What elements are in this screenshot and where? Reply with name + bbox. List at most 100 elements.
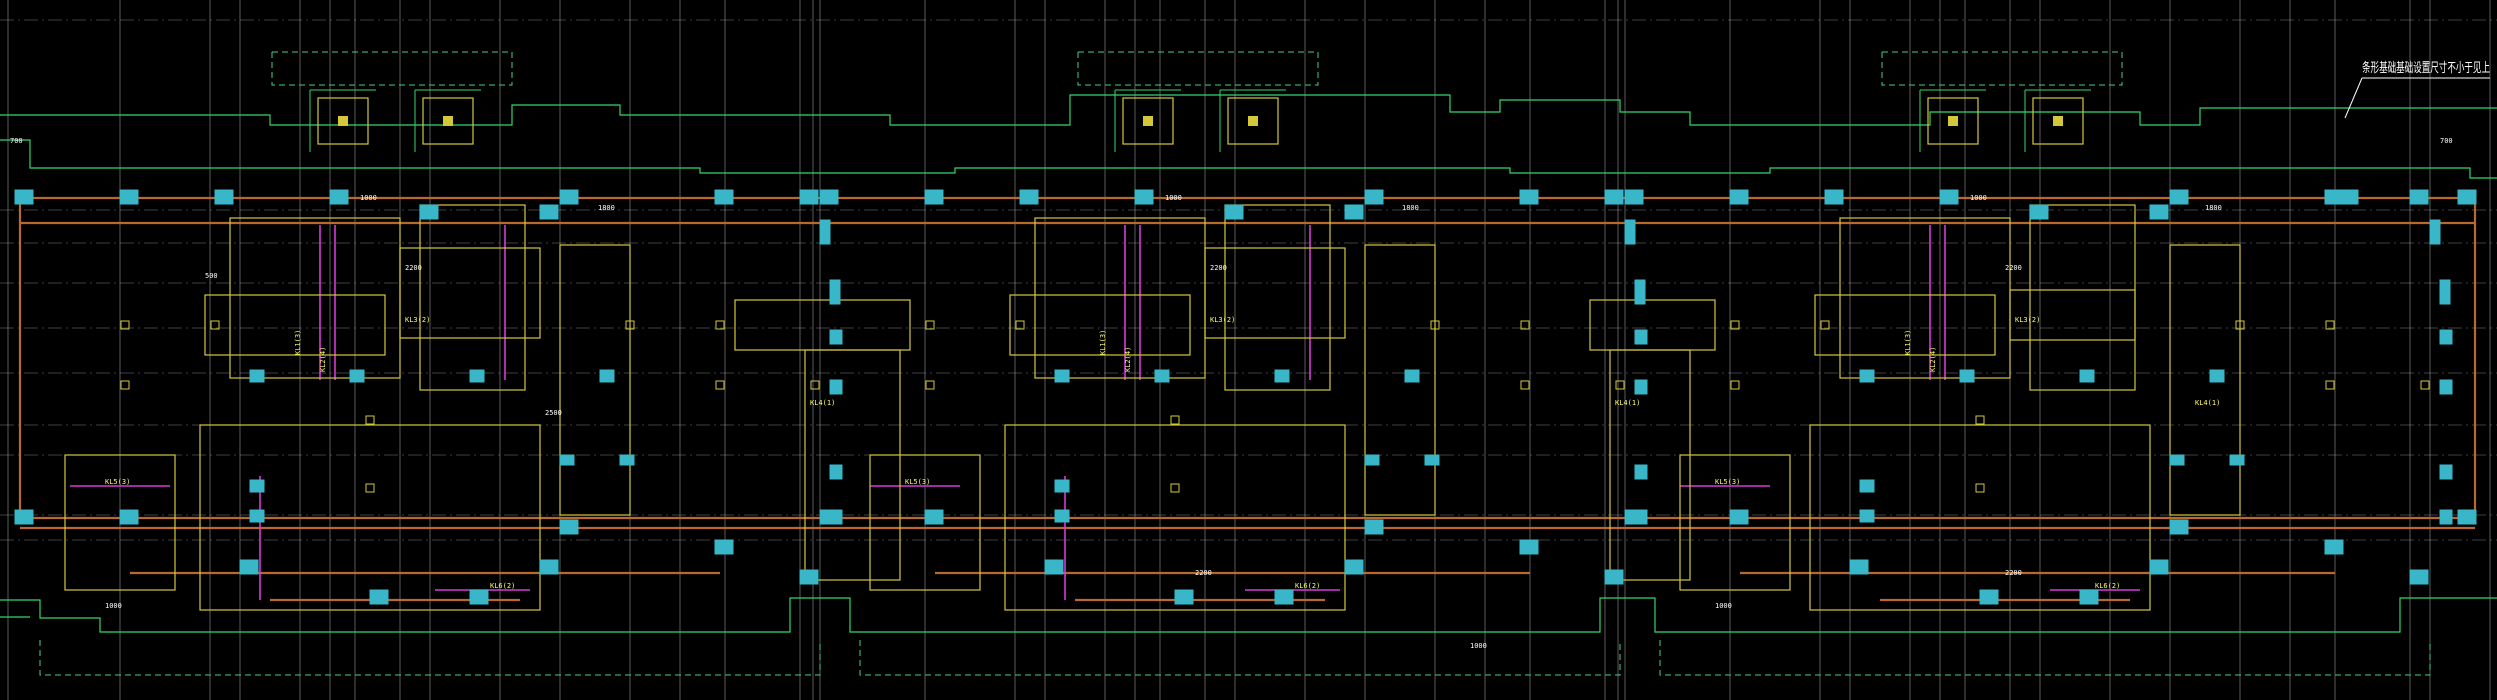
column-52 xyxy=(1154,369,1170,383)
dim-4: 2500 xyxy=(545,409,562,417)
column-1 xyxy=(14,189,34,205)
column-92 xyxy=(2439,509,2453,525)
column-98 xyxy=(2457,509,2477,525)
column-12 xyxy=(239,559,259,575)
column-38 xyxy=(1344,204,1364,220)
column-36 xyxy=(1134,189,1154,205)
column-46 xyxy=(1274,589,1294,605)
axis-marker-7 xyxy=(715,380,725,390)
column-54 xyxy=(1404,369,1420,383)
column-66 xyxy=(1729,189,1749,205)
column-56 xyxy=(1054,509,1070,523)
beam-label-15: KL3(2) xyxy=(2015,316,2040,324)
column-77 xyxy=(1979,589,1999,605)
axis-marker-18 xyxy=(1615,380,1625,390)
pedestal-box-6 xyxy=(2032,97,2084,145)
column-40 xyxy=(1519,189,1539,205)
pedestal-box-3 xyxy=(1122,97,1174,145)
column-37 xyxy=(1224,204,1244,220)
column-26 xyxy=(829,379,843,395)
column-95 xyxy=(2169,454,2185,466)
beam-label-9: KL3(2) xyxy=(1210,316,1235,324)
axis-marker-17 xyxy=(1520,320,1530,330)
column-27 xyxy=(829,464,843,480)
column-90 xyxy=(2439,379,2453,395)
column-15 xyxy=(539,559,559,575)
beam-label-10: KL4(1) xyxy=(1615,399,1640,407)
pedestal-box-5 xyxy=(1927,97,1979,145)
dim-11: 2200 xyxy=(1195,569,1212,577)
axis-marker-27 xyxy=(2420,380,2430,390)
column-64 xyxy=(1424,454,1440,466)
axis-marker-11 xyxy=(925,380,935,390)
axis-marker-26 xyxy=(2325,320,2335,330)
column-86 xyxy=(2209,369,2225,383)
column-65 xyxy=(1624,189,1644,205)
column-10 xyxy=(14,509,34,525)
beam-labels: KL1(3) KL2(4) KL3(2) KL4(1) KL5(3) KL6(2… xyxy=(105,316,2220,590)
dim-14: 1800 xyxy=(2205,204,2222,212)
axis-marker-1 xyxy=(120,320,130,330)
columns xyxy=(14,189,2477,605)
axis-marker-5 xyxy=(365,483,375,493)
axis-marker-13 xyxy=(1170,415,1180,425)
beam-label-13: KL1(3) xyxy=(1904,330,1912,355)
column-69 xyxy=(2029,204,2049,220)
column-59 xyxy=(1634,464,1648,480)
dimension-labels: 1000 1800 2200 2500 700 500 1000 1000 18… xyxy=(10,137,2453,650)
pedestal-core-6 xyxy=(2053,116,2063,126)
column-49 xyxy=(1519,539,1539,555)
column-19 xyxy=(249,369,265,383)
column-80 xyxy=(2169,519,2189,535)
axis-marker-8 xyxy=(715,320,725,330)
axis-marker-19 xyxy=(1730,320,1740,330)
beam-label-14: KL2(4) xyxy=(1929,347,1937,372)
beam-label-7: KL1(3) xyxy=(1099,330,1107,355)
dim-9: 1800 xyxy=(1402,204,1419,212)
pedestal-core-3 xyxy=(1143,116,1153,126)
axis-marker-14 xyxy=(1170,483,1180,493)
column-24 xyxy=(249,509,265,523)
note-leader-line xyxy=(2344,77,2363,119)
column-78 xyxy=(2079,589,2099,605)
axis-marker-22 xyxy=(1975,415,1985,425)
column-48 xyxy=(1364,519,1384,535)
column-16 xyxy=(559,519,579,535)
pedestal-core-4 xyxy=(1248,116,1258,126)
walls xyxy=(18,195,2477,602)
column-35 xyxy=(1019,189,1039,205)
column-67 xyxy=(1824,189,1844,205)
column-85 xyxy=(2079,369,2095,383)
dim-10: 2200 xyxy=(1210,264,1227,272)
beam-label-17: KL5(3) xyxy=(1715,478,1740,486)
column-88 xyxy=(1859,509,1875,523)
axis-marker-3 xyxy=(210,320,220,330)
column-9 xyxy=(799,189,819,205)
column-14 xyxy=(469,589,489,605)
building-outline xyxy=(0,94,2497,633)
beam-label-11: KL5(3) xyxy=(905,478,930,486)
column-47 xyxy=(1344,559,1364,575)
column-31 xyxy=(559,454,575,466)
column-30 xyxy=(829,279,841,305)
column-99 xyxy=(2339,189,2359,205)
column-21 xyxy=(469,369,485,383)
column-74 xyxy=(1624,509,1644,525)
column-79 xyxy=(2149,559,2169,575)
column-71 xyxy=(2169,189,2189,205)
dim-5: 700 xyxy=(10,137,23,145)
axis-marker-21 xyxy=(1820,320,1830,330)
column-84 xyxy=(1959,369,1975,383)
dim-8: 1000 xyxy=(1165,194,1182,202)
drawing-note: 条形基础基础设置尺寸不小于见上 xyxy=(2362,60,2490,76)
dim-6: 500 xyxy=(205,272,218,280)
column-2 xyxy=(119,189,139,205)
vertical-grid-axes xyxy=(7,0,2491,700)
column-4 xyxy=(329,189,349,205)
axis-marker-20 xyxy=(1730,380,1740,390)
pedestal-box-1 xyxy=(317,97,369,145)
column-57 xyxy=(1634,329,1648,345)
column-41 xyxy=(1604,189,1624,205)
column-5 xyxy=(419,204,439,220)
